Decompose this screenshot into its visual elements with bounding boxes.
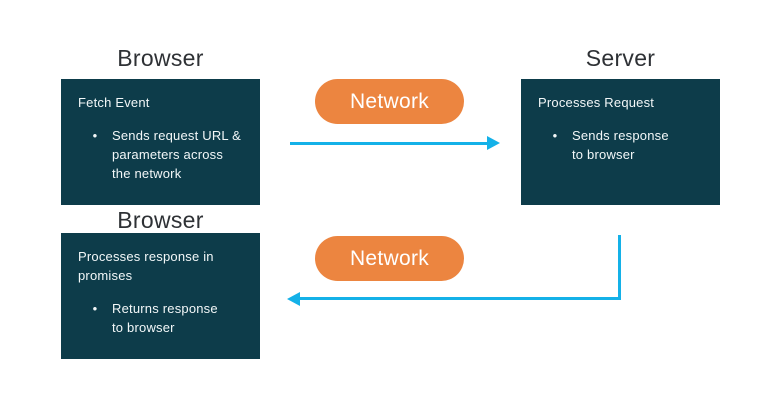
server-title: Processes Request [538, 95, 655, 110]
bullet-icon: • [92, 128, 98, 143]
response-arrowhead-icon [287, 292, 300, 306]
request-arrow-line [290, 142, 488, 145]
browser-top-bullet-item: • Sends request URL & parameters across … [78, 126, 248, 183]
browser-bottom-heading: Browser [117, 207, 204, 233]
network-pill-bottom: Network [315, 236, 464, 281]
browser-bottom-title: Processes response in promises [78, 249, 214, 283]
browser-top-title: Fetch Event [78, 95, 150, 110]
server-bullet-text: Sends response to browser [572, 128, 669, 162]
server-heading: Server [585, 45, 656, 71]
browser-top-heading: Browser [117, 45, 204, 71]
browser-bottom-bullet-text: Returns response to browser [112, 301, 218, 335]
response-arrow-vertical-line [618, 235, 621, 300]
bullet-icon: • [92, 301, 98, 316]
server-box: Processes Request • Sends response to br… [521, 79, 720, 205]
bullet-icon: • [552, 128, 558, 143]
browser-bottom-box: Processes response in promises • Returns… [61, 233, 260, 359]
response-arrow-line [299, 297, 621, 300]
request-arrowhead-icon [487, 136, 500, 150]
browser-top-bullet-text: Sends request URL & parameters across th… [112, 128, 242, 181]
server-bullet-item: • Sends response to browser [538, 126, 708, 164]
network-pill-top: Network [315, 79, 464, 124]
browser-bottom-bullet-item: • Returns response to browser [78, 299, 248, 337]
browser-top-box: Fetch Event • Sends request URL & parame… [61, 79, 260, 205]
